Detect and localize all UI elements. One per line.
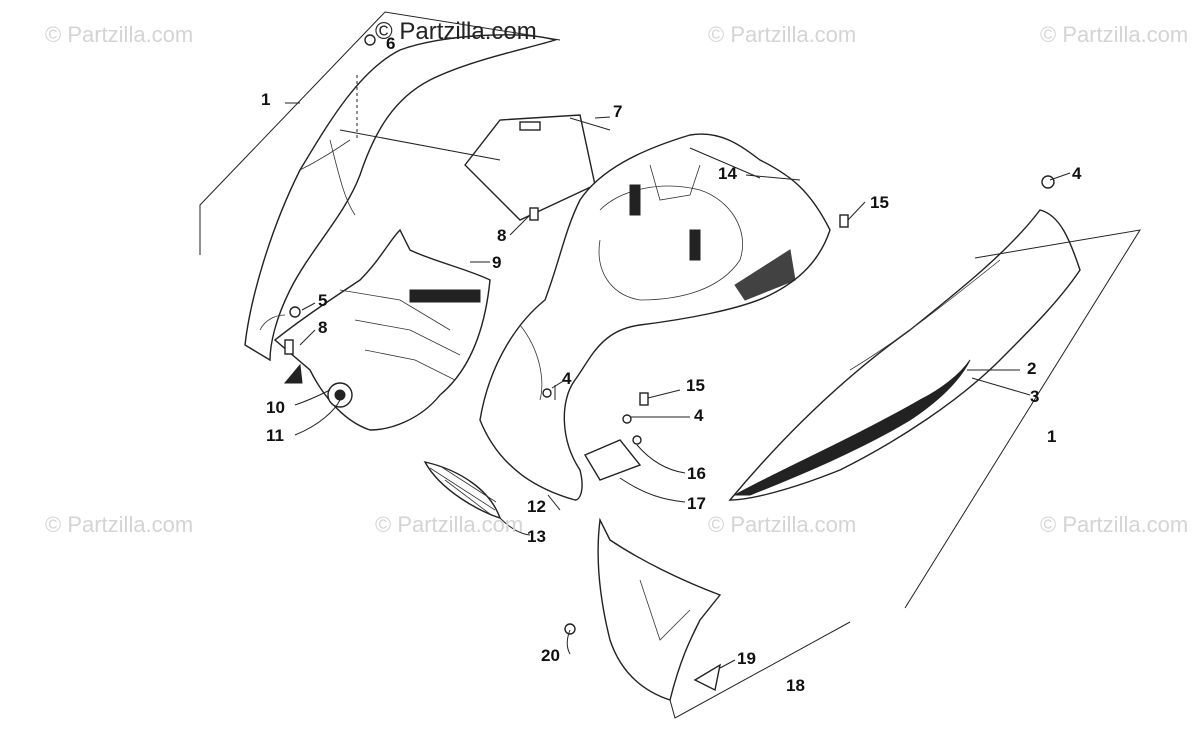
watermark-bottom-center-right: © Partzilla.com [708,512,857,537]
callout-1-right: 1 [1047,427,1057,446]
lower-bracket-part [597,517,851,719]
watermark-top-left: © Partzilla.com [45,22,194,47]
fasteners [284,34,1055,635]
front-nose-panel [273,228,491,431]
callout-16: 16 [687,464,706,483]
callout-18: 18 [786,676,805,695]
callout-10: 10 [266,398,285,417]
watermark-bottom-center-left: © Partzilla.com [375,512,524,537]
right-side-panel [728,209,1142,609]
callout-1-left: 1 [261,90,271,109]
callout-6: 6 [386,34,396,53]
hood-main-body [479,133,831,501]
callout-4-center: 4 [562,369,572,388]
callout-20: 20 [541,646,560,665]
callout-14: 14 [718,164,737,183]
hood-top-panel [244,34,558,362]
callout-4-top-right: 4 [1072,164,1082,183]
callout-8-upper: 8 [497,226,507,245]
callout-4-lower: 4 [694,406,704,425]
callout-2: 2 [1027,359,1037,378]
bracket-part-1-left [199,11,561,255]
watermark-top-middle-right: © Partzilla.com [708,22,857,47]
callout-7: 7 [613,102,623,121]
callout-17: 17 [687,494,706,513]
callout-11: 11 [266,426,284,445]
leader-lines [294,116,1071,669]
mesh-grille [423,460,502,520]
callout-5: 5 [318,291,328,310]
watermark-bottom-right: © Partzilla.com [1040,512,1189,537]
callout-9: 9 [492,253,502,272]
part-7-pad [339,114,611,221]
callout-12: 12 [527,497,546,516]
callout-8-lower: 8 [318,318,328,337]
callout-3: 3 [1030,387,1040,406]
callout-15-top: 15 [870,193,889,212]
watermark-top-right: © Partzilla.com [1040,22,1189,47]
callout-13: 13 [527,527,546,546]
watermark-bottom-left: © Partzilla.com [45,512,194,537]
callout-19: 19 [737,649,756,668]
watermark-top-center: © Partzilla.com [375,18,537,45]
callout-15-lower: 15 [686,376,705,395]
